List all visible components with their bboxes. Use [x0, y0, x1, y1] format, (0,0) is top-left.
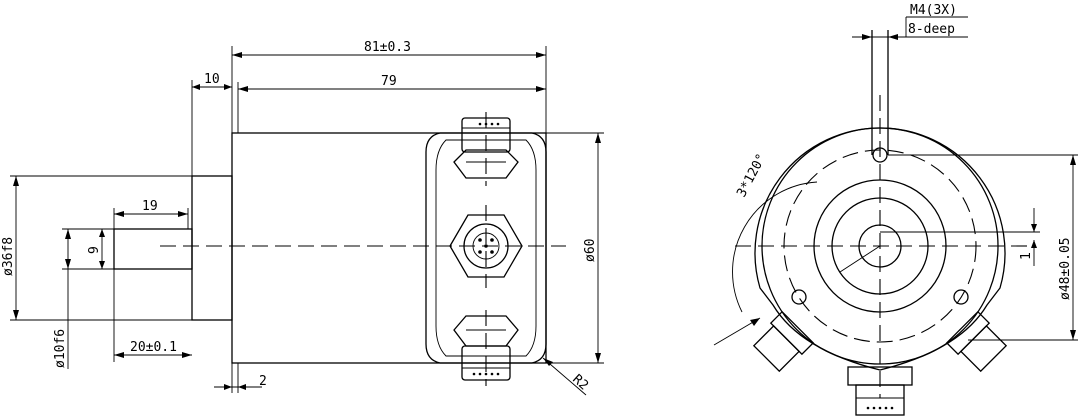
front-bottom-connector [847, 366, 913, 416]
dim-pilot-diameter: ø36f8 [1, 237, 16, 276]
middle-connector [449, 205, 523, 288]
dim-pilot-length: 20±0.1 [130, 340, 177, 355]
front-view: 3*120° M4(3X) 8-deep ø48±0.05 1 [713, 3, 1078, 416]
dim-body-diameter: ø60 [583, 239, 598, 262]
dim-shaft-diameter: ø10f6 [53, 329, 68, 368]
dim-flange-thickness: 10 [204, 72, 220, 87]
dim-body-length: 79 [381, 74, 397, 89]
dim-thread: M4(3X) [910, 3, 957, 18]
dim-overall-length: 81±0.3 [364, 40, 411, 55]
front-right-connector [945, 310, 1008, 373]
dim-shaft-flat: 9 [87, 246, 102, 254]
mount-hole-top [872, 147, 888, 163]
dim-shaft-length: 19 [142, 199, 158, 214]
dim-angle: 3*120° [734, 151, 769, 200]
front-outer-outline [754, 127, 1006, 371]
mount-hole-left [791, 289, 807, 305]
front-left-connector [752, 310, 815, 373]
dim-radius: R2 [569, 372, 591, 394]
top-connector [453, 112, 519, 186]
side-view: 81±0.3 79 10 19 9 ø36f8 [1, 40, 604, 396]
mount-hole-right [953, 289, 969, 305]
dim-rim: 2 [259, 374, 267, 389]
connector-housing [425, 112, 547, 386]
shaft [113, 228, 193, 270]
dim-offset: 1 [1019, 252, 1034, 260]
dim-depth: 8-deep [908, 22, 955, 37]
bottom-connector [453, 310, 519, 386]
pilot-flange [191, 175, 233, 321]
dim-bolt-circle: ø48±0.05 [1058, 237, 1073, 300]
